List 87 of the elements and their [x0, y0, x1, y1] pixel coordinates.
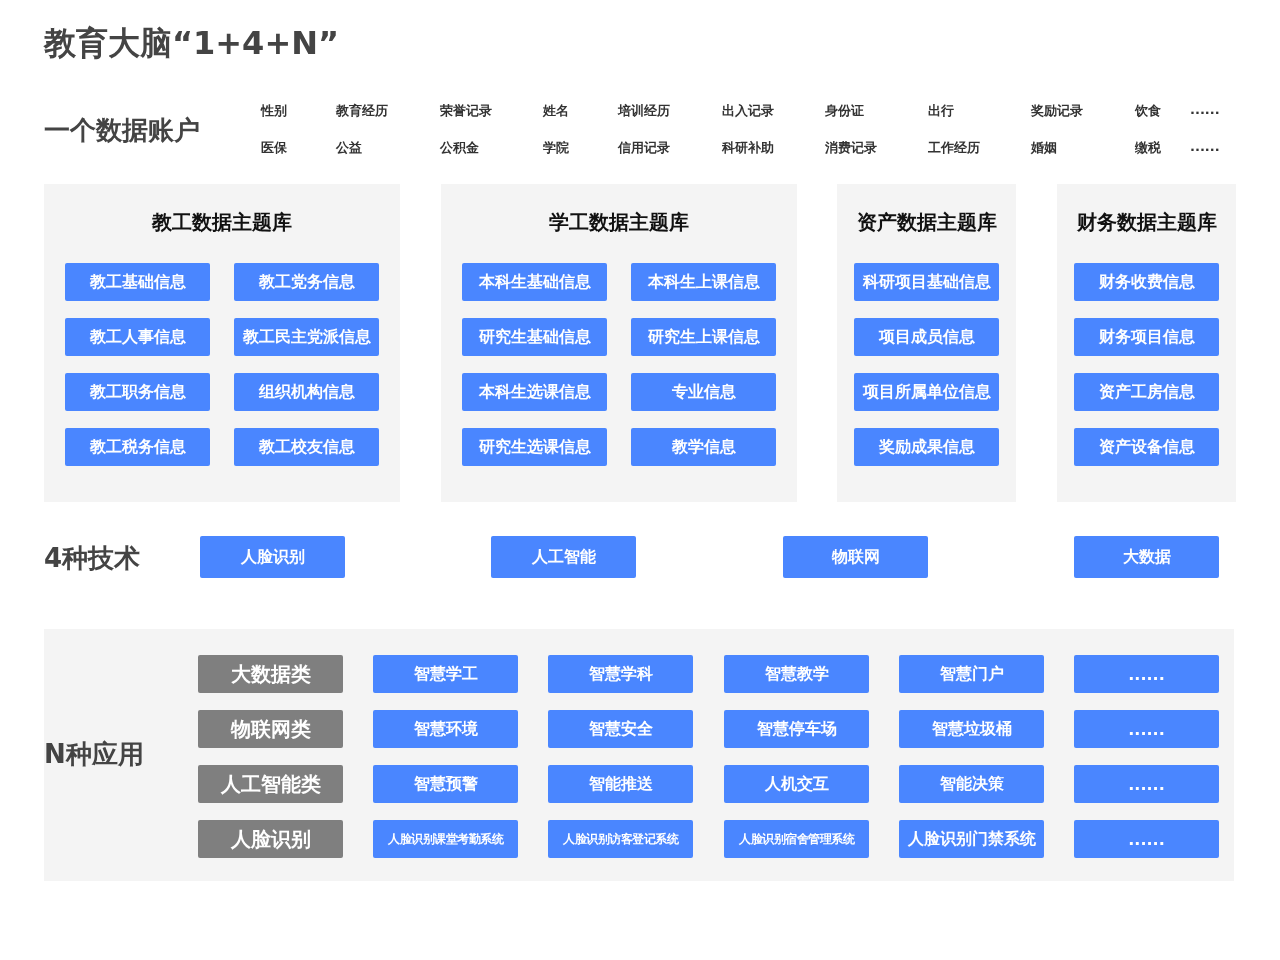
data-field-label: 缴税: [1135, 139, 1161, 157]
data-field-label: 消费记录: [825, 139, 877, 157]
panel-background: [44, 629, 1234, 881]
application-tag: 人脸识别访客登记系统: [548, 820, 693, 858]
data-topic-tag: 资产工房信息: [1074, 373, 1219, 411]
application-tag: 人脸识别课堂考勤系统: [373, 820, 518, 858]
application-tag: 智能推送: [548, 765, 693, 803]
data-topic-tag: 资产设备信息: [1074, 428, 1219, 466]
data-topic-tag: 财务收费信息: [1074, 263, 1219, 301]
category-tag: 人脸识别: [198, 820, 343, 858]
data-topic-tag: 本科生选课信息: [462, 373, 607, 411]
application-tag: 智慧环境: [373, 710, 518, 748]
panel-background: [837, 184, 1016, 502]
technology-tag: 人工智能: [491, 536, 636, 578]
data-topic-tag: 研究生上课信息: [631, 318, 776, 356]
application-tag: 人机交互: [724, 765, 869, 803]
page-title: 教育大脑“1+4+N”: [44, 23, 339, 64]
data-topic-tag: 本科生基础信息: [462, 263, 607, 301]
data-field-label: ......: [1190, 102, 1220, 117]
panel-title: 教工数据主题库: [151, 209, 293, 236]
data-topic-tag: 研究生基础信息: [462, 318, 607, 356]
technology-tag: 大数据: [1074, 536, 1219, 578]
application-tag: 智慧垃圾桶: [899, 710, 1044, 748]
data-field-label: 公积金: [440, 139, 479, 157]
category-tag: 大数据类: [198, 655, 343, 693]
data-topic-tag: 教工职务信息: [65, 373, 210, 411]
data-field-label: 医保: [261, 139, 287, 157]
section-heading: 一个数据账户: [44, 114, 200, 147]
data-topic-tag: 研究生选课信息: [462, 428, 607, 466]
data-topic-tag: 组织机构信息: [234, 373, 379, 411]
data-field-label: ......: [1190, 139, 1220, 154]
application-tag: 人脸识别门禁系统: [899, 820, 1044, 858]
data-topic-tag: 教工人事信息: [65, 318, 210, 356]
data-field-label: 身份证: [825, 102, 864, 120]
data-field-label: 工作经历: [928, 139, 980, 157]
application-tag: ......: [1074, 765, 1219, 803]
data-topic-tag: 本科生上课信息: [631, 263, 776, 301]
technology-tag: 物联网: [783, 536, 928, 578]
data-topic-tag: 奖励成果信息: [854, 428, 999, 466]
application-tag: ......: [1074, 710, 1219, 748]
category-tag: 人工智能类: [198, 765, 343, 803]
data-field-label: 培训经历: [618, 102, 670, 120]
application-tag: 智慧安全: [548, 710, 693, 748]
panel-title: 财务数据主题库: [1075, 209, 1218, 236]
data-topic-tag: 教工基础信息: [65, 263, 210, 301]
data-field-label: 出行: [928, 102, 954, 120]
panel-title: N种应用: [44, 738, 144, 771]
data-field-label: 学院: [543, 139, 569, 157]
data-field-label: 饮食: [1135, 102, 1161, 120]
data-topic-tag: 教学信息: [631, 428, 776, 466]
data-topic-tag: 教工校友信息: [234, 428, 379, 466]
application-tag: ......: [1074, 655, 1219, 693]
panel-background: [44, 184, 400, 502]
application-tag: 智慧学工: [373, 655, 518, 693]
data-field-label: 教育经历: [336, 102, 388, 120]
data-topic-tag: 财务项目信息: [1074, 318, 1219, 356]
data-field-label: 公益: [336, 139, 362, 157]
section-heading: 4种技术: [44, 542, 141, 575]
application-tag: 智慧停车场: [724, 710, 869, 748]
panel-title: 学工数据主题库: [548, 209, 690, 236]
data-field-label: 信用记录: [618, 139, 670, 157]
data-topic-tag: 教工民主党派信息: [234, 318, 379, 356]
data-topic-tag: 项目成员信息: [854, 318, 999, 356]
application-tag: 智慧学科: [548, 655, 693, 693]
data-topic-tag: 专业信息: [631, 373, 776, 411]
data-field-label: 姓名: [543, 102, 569, 120]
application-tag: 智慧教学: [724, 655, 869, 693]
data-topic-tag: 科研项目基础信息: [854, 263, 999, 301]
application-tag: 人脸识别宿舍管理系统: [724, 820, 869, 858]
data-field-label: 性别: [261, 102, 287, 120]
application-tag: 智能决策: [899, 765, 1044, 803]
application-tag: 智慧门户: [899, 655, 1044, 693]
application-tag: 智慧预警: [373, 765, 518, 803]
panel-background: [1057, 184, 1236, 502]
data-topic-tag: 教工党务信息: [234, 263, 379, 301]
panel-title: 资产数据主题库: [855, 209, 998, 236]
data-field-label: 科研补助: [722, 139, 774, 157]
technology-tag: 人脸识别: [200, 536, 345, 578]
data-field-label: 出入记录: [722, 102, 774, 120]
data-field-label: 荣誉记录: [440, 102, 492, 120]
data-topic-tag: 教工税务信息: [65, 428, 210, 466]
data-topic-tag: 项目所属单位信息: [854, 373, 999, 411]
panel-background: [441, 184, 797, 502]
data-field-label: 奖励记录: [1031, 102, 1083, 120]
data-field-label: 婚姻: [1031, 139, 1057, 157]
category-tag: 物联网类: [198, 710, 343, 748]
application-tag: ......: [1074, 820, 1219, 858]
